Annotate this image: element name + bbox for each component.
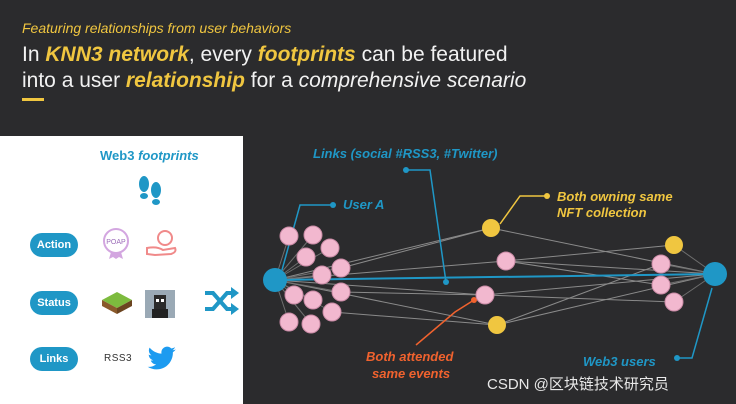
rss3-logo-icon: RSS3 (104, 353, 133, 364)
kicker-text: Featuring relationships from user behavi… (22, 20, 292, 36)
svg-text:POAP: POAP (106, 239, 126, 246)
headline-highlight-footprints: footprints (257, 43, 356, 66)
poap-badge-icon: POAP (103, 228, 129, 259)
label-nft-line2: NFT collection (557, 205, 647, 220)
headline: In KNN3 network, every footprints can be… (22, 43, 527, 92)
pill-status: Status (30, 291, 78, 315)
land-tile-icon (102, 292, 132, 314)
headline-highlight-relationship: relationship (125, 69, 245, 92)
hand-coin-icon (146, 230, 177, 257)
label-events-line1: Both attended (366, 349, 454, 364)
label-events-line2: same events (372, 366, 451, 381)
panel-title: Web3 footprints (100, 148, 199, 163)
title-underline (22, 98, 44, 101)
footprints-panel: Web3 footprints Action Status Links POAP… (0, 136, 243, 404)
label-user-a: User A (343, 197, 385, 212)
footprints-icon (139, 176, 161, 205)
headline-highlight-knn3: KNN3 network (45, 43, 189, 66)
pixel-avatar-icon (145, 290, 175, 318)
shuffle-icon (205, 287, 239, 315)
pill-action: Action (30, 233, 78, 257)
twitter-bird-icon (147, 346, 176, 370)
label-nft-line1: Both owning same (557, 189, 673, 204)
label-web3-users: Web3 users (583, 354, 656, 369)
watermark: CSDN @区块链技术研究员 (487, 376, 669, 393)
pill-links: Links (30, 347, 78, 371)
label-links: Links (social #RSS3, #Twitter) (313, 146, 498, 161)
